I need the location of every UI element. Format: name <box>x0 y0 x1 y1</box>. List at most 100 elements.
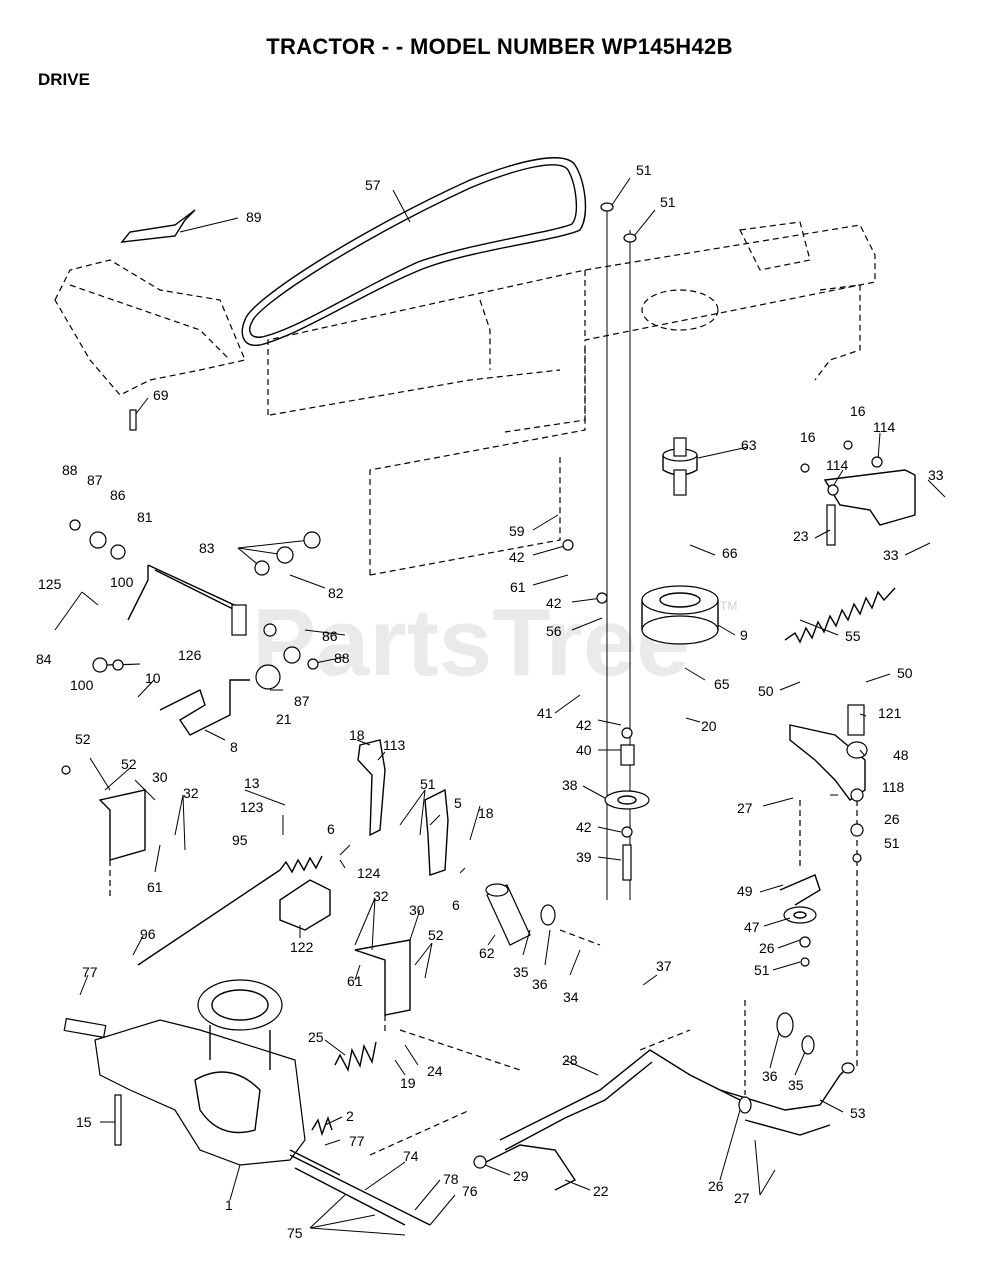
callout-35-a: 35 <box>513 964 529 980</box>
callout-42-a: 42 <box>509 549 525 565</box>
callout-100-a: 100 <box>110 574 134 590</box>
callout-83: 83 <box>199 540 215 556</box>
callout-62: 62 <box>479 945 495 961</box>
callout-49: 49 <box>737 883 753 899</box>
callout-39: 39 <box>576 849 592 865</box>
callout-13: 13 <box>244 775 260 791</box>
pulley-38 <box>604 744 650 881</box>
callout-69: 69 <box>153 387 169 403</box>
callout-52-c: 52 <box>428 927 444 943</box>
callout-19: 19 <box>400 1075 416 1091</box>
axle-74 <box>289 1154 431 1226</box>
hardware-marks <box>61 202 883 1169</box>
callout-50-b: 50 <box>897 665 913 681</box>
callout-89: 89 <box>246 209 262 225</box>
idler-pulley-47 <box>779 874 821 924</box>
callout-65: 65 <box>714 676 730 692</box>
callout-21: 21 <box>276 711 292 727</box>
callout-126: 126 <box>178 647 202 663</box>
callout-18-b: 18 <box>478 805 494 821</box>
callout-76: 76 <box>462 1183 478 1199</box>
linkage-81 <box>127 564 247 636</box>
bracket-30-left <box>98 789 146 861</box>
callout-8: 8 <box>230 739 238 755</box>
callout-50-a: 50 <box>758 683 774 699</box>
callout-1: 1 <box>225 1197 233 1213</box>
callout-42-d: 42 <box>576 819 592 835</box>
callout-77-a: 77 <box>82 964 98 980</box>
chassis-frame <box>267 221 876 576</box>
pulley-hub-63 <box>662 437 698 496</box>
bracket-122 <box>279 879 331 931</box>
callout-32-a: 32 <box>183 785 199 801</box>
callout-51-b: 51 <box>660 194 676 210</box>
drive-belt <box>241 157 587 346</box>
callout-118: 118 <box>882 779 905 795</box>
callout-35-b: 35 <box>788 1077 804 1093</box>
roller-62 <box>485 883 556 946</box>
watermark-tm: TM <box>720 599 737 613</box>
callout-84: 84 <box>36 651 52 667</box>
callout-47: 47 <box>744 919 760 935</box>
callout-61-a: 61 <box>510 579 526 595</box>
bracket-48 <box>789 704 868 801</box>
callout-87-a: 87 <box>87 472 103 488</box>
callout-114-a: 114 <box>873 419 896 435</box>
rod-96 <box>137 869 281 966</box>
callout-18-a: 18 <box>349 727 365 743</box>
callout-88-b: 88 <box>334 650 350 666</box>
axle-74b <box>294 1167 406 1226</box>
callout-30-b: 30 <box>409 902 425 918</box>
callout-24: 24 <box>427 1063 443 1079</box>
callout-61-c: 61 <box>347 973 363 989</box>
callout-114-b: 114 <box>826 457 849 473</box>
callout-20: 20 <box>701 718 717 734</box>
callout-88-a: 88 <box>62 462 78 478</box>
callout-36-b: 36 <box>762 1068 778 1084</box>
callout-51-d: 51 <box>420 776 436 792</box>
callout-16-a: 16 <box>850 403 866 419</box>
spring-2 <box>311 1115 333 1137</box>
watermark-text: PartsTree <box>252 589 690 696</box>
callout-113: 113 <box>383 737 406 753</box>
callout-15: 15 <box>76 1114 92 1130</box>
callout-74: 74 <box>403 1148 419 1164</box>
callout-6-a: 6 <box>327 821 335 837</box>
spring-55 <box>784 587 896 644</box>
bracket-113 <box>357 739 386 837</box>
callout-9: 9 <box>740 627 748 643</box>
callout-42-b: 42 <box>546 595 562 611</box>
callout-87-b: 87 <box>294 693 310 709</box>
callout-25: 25 <box>308 1029 324 1045</box>
callout-51-a: 51 <box>636 162 652 178</box>
shift-rod-8 <box>159 679 250 736</box>
callout-23: 23 <box>793 528 809 544</box>
callout-28: 28 <box>562 1052 578 1068</box>
callout-51-e: 51 <box>754 962 770 978</box>
callout-96: 96 <box>140 926 156 942</box>
callout-53: 53 <box>850 1105 866 1121</box>
callout-100-b: 100 <box>70 677 94 693</box>
callout-26-b: 26 <box>759 940 775 956</box>
callout-51-c: 51 <box>884 835 900 851</box>
callout-27-a: 27 <box>737 800 753 816</box>
callout-26-a: 26 <box>884 811 900 827</box>
section-label: DRIVE <box>38 70 90 89</box>
callout-2: 2 <box>346 1108 354 1124</box>
callout-33-a: 33 <box>928 467 944 483</box>
callout-38: 38 <box>562 777 578 793</box>
leader-lines <box>54 177 946 1236</box>
callout-95: 95 <box>232 832 248 848</box>
callout-22: 22 <box>593 1183 609 1199</box>
spring-95 <box>279 855 323 874</box>
callout-42-c: 42 <box>576 717 592 733</box>
rod-22 <box>479 1144 577 1191</box>
callout-48: 48 <box>893 747 909 763</box>
callout-37: 37 <box>656 958 672 974</box>
callout-52-b: 52 <box>121 756 137 772</box>
transaxle-1 <box>63 979 341 1176</box>
callout-66: 66 <box>722 545 738 561</box>
callout-5: 5 <box>454 795 462 811</box>
callout-57: 57 <box>365 177 381 193</box>
